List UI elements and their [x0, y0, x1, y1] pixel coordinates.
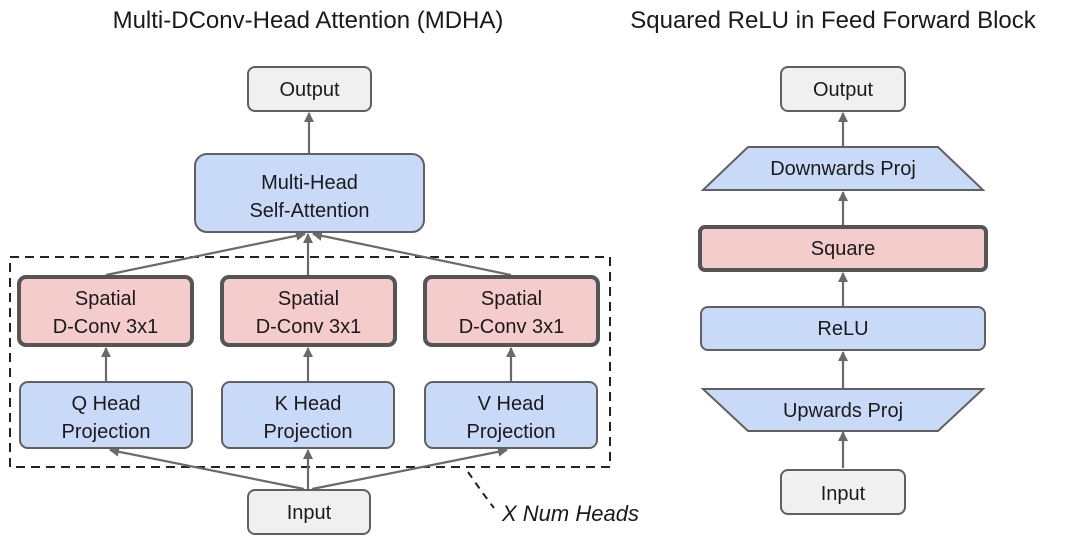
down-proj-node: Downwards Proj	[700, 146, 986, 191]
dconv-v-line2: D-Conv 3x1	[459, 316, 565, 338]
attention-label-line1: Multi-Head	[261, 172, 358, 194]
k-proj-line2: Projection	[264, 421, 353, 443]
dconv-k-line1: Spatial	[278, 288, 339, 310]
dconv-k-line2: D-Conv 3x1	[256, 316, 362, 338]
arrow-dconv-q-attention	[105, 230, 306, 277]
arrow-input-q	[109, 446, 305, 491]
right-output-label: Output	[813, 79, 873, 101]
heads-callout-line	[467, 471, 495, 509]
dconv-v-line1: Spatial	[481, 288, 542, 310]
up-proj-node: Upwards Proj	[700, 388, 986, 432]
q-proj-line1: Q Head	[72, 393, 141, 415]
q-proj-node: Q Head Projection	[19, 381, 193, 449]
dconv-q-node: Spatial D-Conv 3x1	[17, 275, 194, 347]
k-proj-node: K Head Projection	[221, 381, 395, 449]
relu-node: ReLU	[700, 306, 986, 351]
arrow-input-v	[311, 446, 508, 491]
dconv-v-node: Spatial D-Conv 3x1	[423, 275, 600, 347]
left-output-label: Output	[279, 79, 339, 101]
up-proj-label: Upwards Proj	[783, 400, 903, 422]
k-proj-line1: K Head	[275, 393, 342, 415]
v-proj-line2: Projection	[467, 421, 556, 443]
heads-note: X Num Heads	[501, 501, 639, 526]
left-input-node: Input	[247, 489, 371, 535]
left-input-label: Input	[287, 502, 332, 524]
right-input-label: Input	[821, 483, 866, 505]
q-proj-line2: Projection	[62, 421, 151, 443]
dconv-q-line1: Spatial	[75, 288, 136, 310]
right-input-node: Input	[780, 469, 906, 515]
down-proj-label: Downwards Proj	[770, 158, 916, 180]
left-title: Multi-DConv-Head Attention (MDHA)	[113, 7, 504, 34]
square-node: Square	[698, 225, 988, 272]
relu-label: ReLU	[817, 318, 868, 340]
dconv-k-node: Spatial D-Conv 3x1	[220, 275, 397, 347]
dconv-q-line2: D-Conv 3x1	[53, 316, 159, 338]
square-label: Square	[811, 238, 876, 260]
right-title: Squared ReLU in Feed Forward Block	[630, 7, 1037, 34]
left-output-node: Output	[247, 66, 372, 112]
arrow-dconv-v-attention	[312, 230, 512, 277]
left-arrows	[101, 112, 516, 491]
attention-label-line2: Self-Attention	[249, 200, 369, 222]
v-proj-line1: V Head	[478, 393, 545, 415]
heads-group-box	[9, 256, 611, 468]
v-proj-node: V Head Projection	[424, 381, 598, 449]
attention-node: Multi-Head Self-Attention	[194, 153, 425, 233]
right-output-node: Output	[780, 66, 906, 112]
